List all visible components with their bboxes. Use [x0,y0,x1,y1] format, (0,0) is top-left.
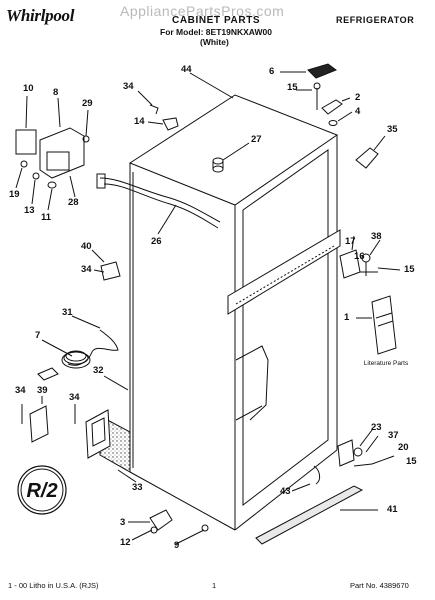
callout-44: 44 [181,64,192,75]
callout-6: 6 [269,66,275,77]
callout-12: 12 [120,537,131,548]
callout-27: 27 [251,134,262,145]
callout-7: 7 [35,330,41,341]
callout-8: 8 [53,87,59,98]
callout-39: 39 [37,385,48,396]
footer-part-number: Part No. 4389670 [350,581,409,590]
callout-2: 2 [355,92,361,103]
callout-37: 37 [388,430,399,441]
callout-26: 26 [151,236,162,247]
callout-31: 31 [62,307,73,318]
callout-43: 43 [280,486,291,497]
callout-3: 3 [120,517,126,528]
callout-19: 19 [9,189,20,200]
callout-34-side: 34 [81,264,92,275]
callout-32: 32 [93,365,104,376]
callout-13: 13 [24,205,35,216]
callout-38: 38 [371,231,382,242]
appliance-category: REFRIGERATOR [336,15,415,25]
callout-15-top: 15 [287,82,298,93]
literature-parts-label: Literature Parts [364,360,409,367]
callout-40: 40 [81,241,92,252]
callout-35: 35 [387,124,398,135]
cabinet-outline [128,94,341,531]
callout-34-cover: 34 [69,392,80,403]
model-color: (White) [200,37,229,47]
callout-14: 14 [134,116,145,127]
callout-17: 17 [345,236,356,247]
callout-1: 1 [344,312,350,323]
watermark-text: AppliancePartsPros.com [120,3,285,19]
callout-20: 20 [398,442,409,453]
callout-10: 10 [23,83,34,94]
callout-9: 9 [174,540,180,551]
diagram-title: CABINET PARTS [172,15,261,26]
callout-33: 33 [132,482,143,493]
callout-34-left: 34 [15,385,26,396]
footer-litho: 1 - 00 Litho in U.S.A. (RJS) [8,581,99,590]
callout-4: 4 [355,106,361,117]
callout-23: 23 [371,422,382,433]
callout-41: 41 [387,504,398,515]
callout-15-bottom: 15 [406,456,417,467]
callout-28: 28 [68,197,79,208]
brand-logo: Whirlpool [6,6,75,25]
footer-page-number: 1 [212,581,217,590]
callout-29: 29 [82,98,93,109]
callout-16: 16 [354,251,365,262]
r2-badge-text: R/2 [26,480,57,502]
callout-34-top: 34 [123,81,134,92]
model-number: For Model: 8ET19NKXAW00 [160,27,272,37]
callout-15-mid: 15 [404,264,415,275]
callout-11: 11 [41,212,52,223]
